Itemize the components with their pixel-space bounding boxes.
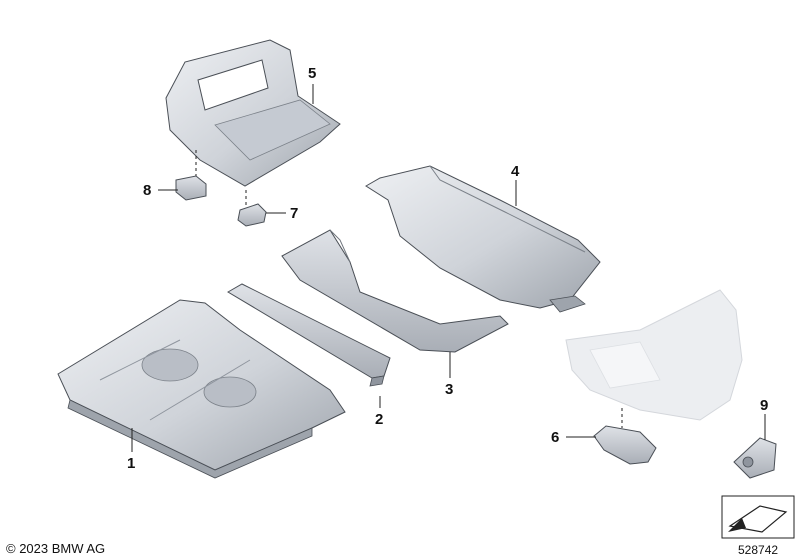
part-5-rear-panel[interactable] — [165, 39, 341, 187]
callout-2[interactable]: 2 — [375, 411, 384, 428]
ghost-frame-context — [565, 289, 743, 421]
part-9-stud-bracket[interactable] — [733, 437, 777, 479]
part-1-floor-panel[interactable] — [57, 299, 346, 479]
part-6-bracket-lower[interactable] — [593, 425, 657, 465]
callout-6[interactable]: 6 — [551, 429, 560, 446]
part-8-mounting-bracket[interactable] — [175, 175, 207, 201]
part-2-crossmember[interactable] — [227, 283, 391, 387]
diagram-number: 528742 — [738, 543, 779, 557]
callout-7[interactable]: 7 — [290, 205, 299, 222]
copyright-text: © 2023 BMW AG — [6, 541, 106, 556]
leader-lines — [131, 84, 766, 452]
part-4-rear-floor-pan[interactable] — [365, 165, 601, 313]
callout-5[interactable]: 5 — [308, 65, 317, 82]
part-7-small-bracket[interactable] — [237, 203, 267, 227]
callout-3[interactable]: 3 — [445, 381, 454, 398]
view-direction-icon — [721, 495, 795, 539]
callout-9[interactable]: 9 — [760, 397, 769, 414]
part-3-sill-channel[interactable] — [281, 229, 509, 353]
callout-1[interactable]: 1 — [127, 455, 136, 472]
callout-8[interactable]: 8 — [143, 182, 152, 199]
callout-4[interactable]: 4 — [511, 163, 520, 180]
